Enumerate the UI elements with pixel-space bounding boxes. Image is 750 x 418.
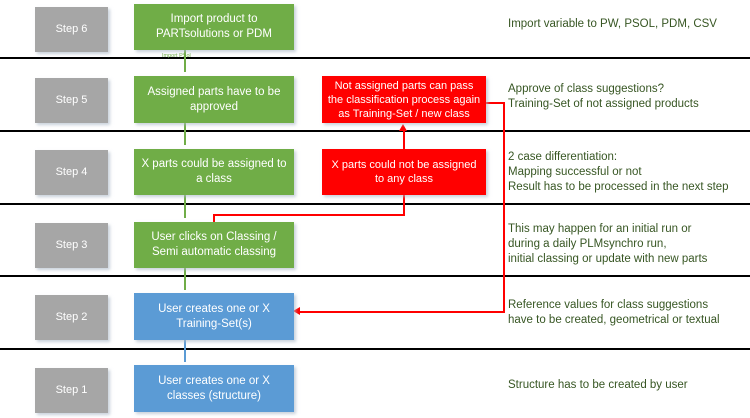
note-step1: Structure has to be created by user — [508, 379, 688, 391]
connector-red-step4-to-step3-horizontal — [213, 214, 405, 216]
lane-divider-step2-step1 — [0, 348, 750, 350]
connector-red-into-step3 — [213, 214, 215, 226]
lane-divider-step3-step2 — [0, 275, 750, 277]
process-box-step4[interactable]: X parts could be assigned to a class — [134, 149, 294, 195]
process-box-step3[interactable]: User clicks on Classing / Semi automatic… — [134, 222, 294, 268]
arrowhead-red-step4-to-step5 — [399, 124, 407, 131]
process-box-step1[interactable]: User creates one or X classes (structure… — [134, 365, 294, 412]
lane-divider-step5-step4 — [0, 130, 750, 132]
connector-step5-to-step6 — [184, 48, 186, 72]
connector-red-step4-down — [403, 190, 405, 216]
connector-red-step4-to-step5 — [403, 130, 405, 159]
note-step5: Approve of class suggestions? Training-S… — [508, 83, 699, 110]
alt-box-step4-not-assigned[interactable]: X parts could not be assigned to any cla… — [322, 149, 486, 195]
note-step2: Reference values for class suggestions h… — [508, 299, 720, 326]
connector-red-to-step2-horizontal — [300, 311, 505, 313]
process-box-step6[interactable]: Import product to PARTsolutions or PDM — [134, 4, 294, 50]
lane-divider-step6-step5 — [0, 57, 750, 59]
step-label-step4: Step 4 — [35, 150, 108, 195]
note-step4: 2 case differentiation: Mapping successf… — [508, 151, 729, 193]
process-box-step2[interactable]: User creates one or X Training-Set(s) — [134, 293, 294, 340]
connector-red-step5-out-horizontal — [486, 102, 505, 104]
note-step6: Import variable to PW, PSOL, PDM, CSV — [508, 18, 717, 30]
connector-red-right-column-vertical — [503, 102, 505, 313]
note-step3: This may happen for an initial run or du… — [508, 223, 708, 265]
step-label-step1: Step 1 — [35, 368, 108, 413]
step-label-step3: Step 3 — [35, 223, 108, 268]
lane-divider-step4-step3 — [0, 203, 750, 205]
step-label-step2: Step 2 — [35, 295, 108, 340]
alt-box-step5-not-assigned[interactable]: Not assigned parts can pass the classifi… — [322, 76, 486, 123]
step-label-step5: Step 5 — [35, 78, 108, 123]
step-label-step6: Step 6 — [35, 7, 108, 52]
edge-label-import-psol: Import PSol — [162, 53, 191, 59]
process-box-step5[interactable]: Assigned parts have to be approved — [134, 76, 294, 123]
arrowhead-red-into-step2 — [293, 307, 300, 315]
